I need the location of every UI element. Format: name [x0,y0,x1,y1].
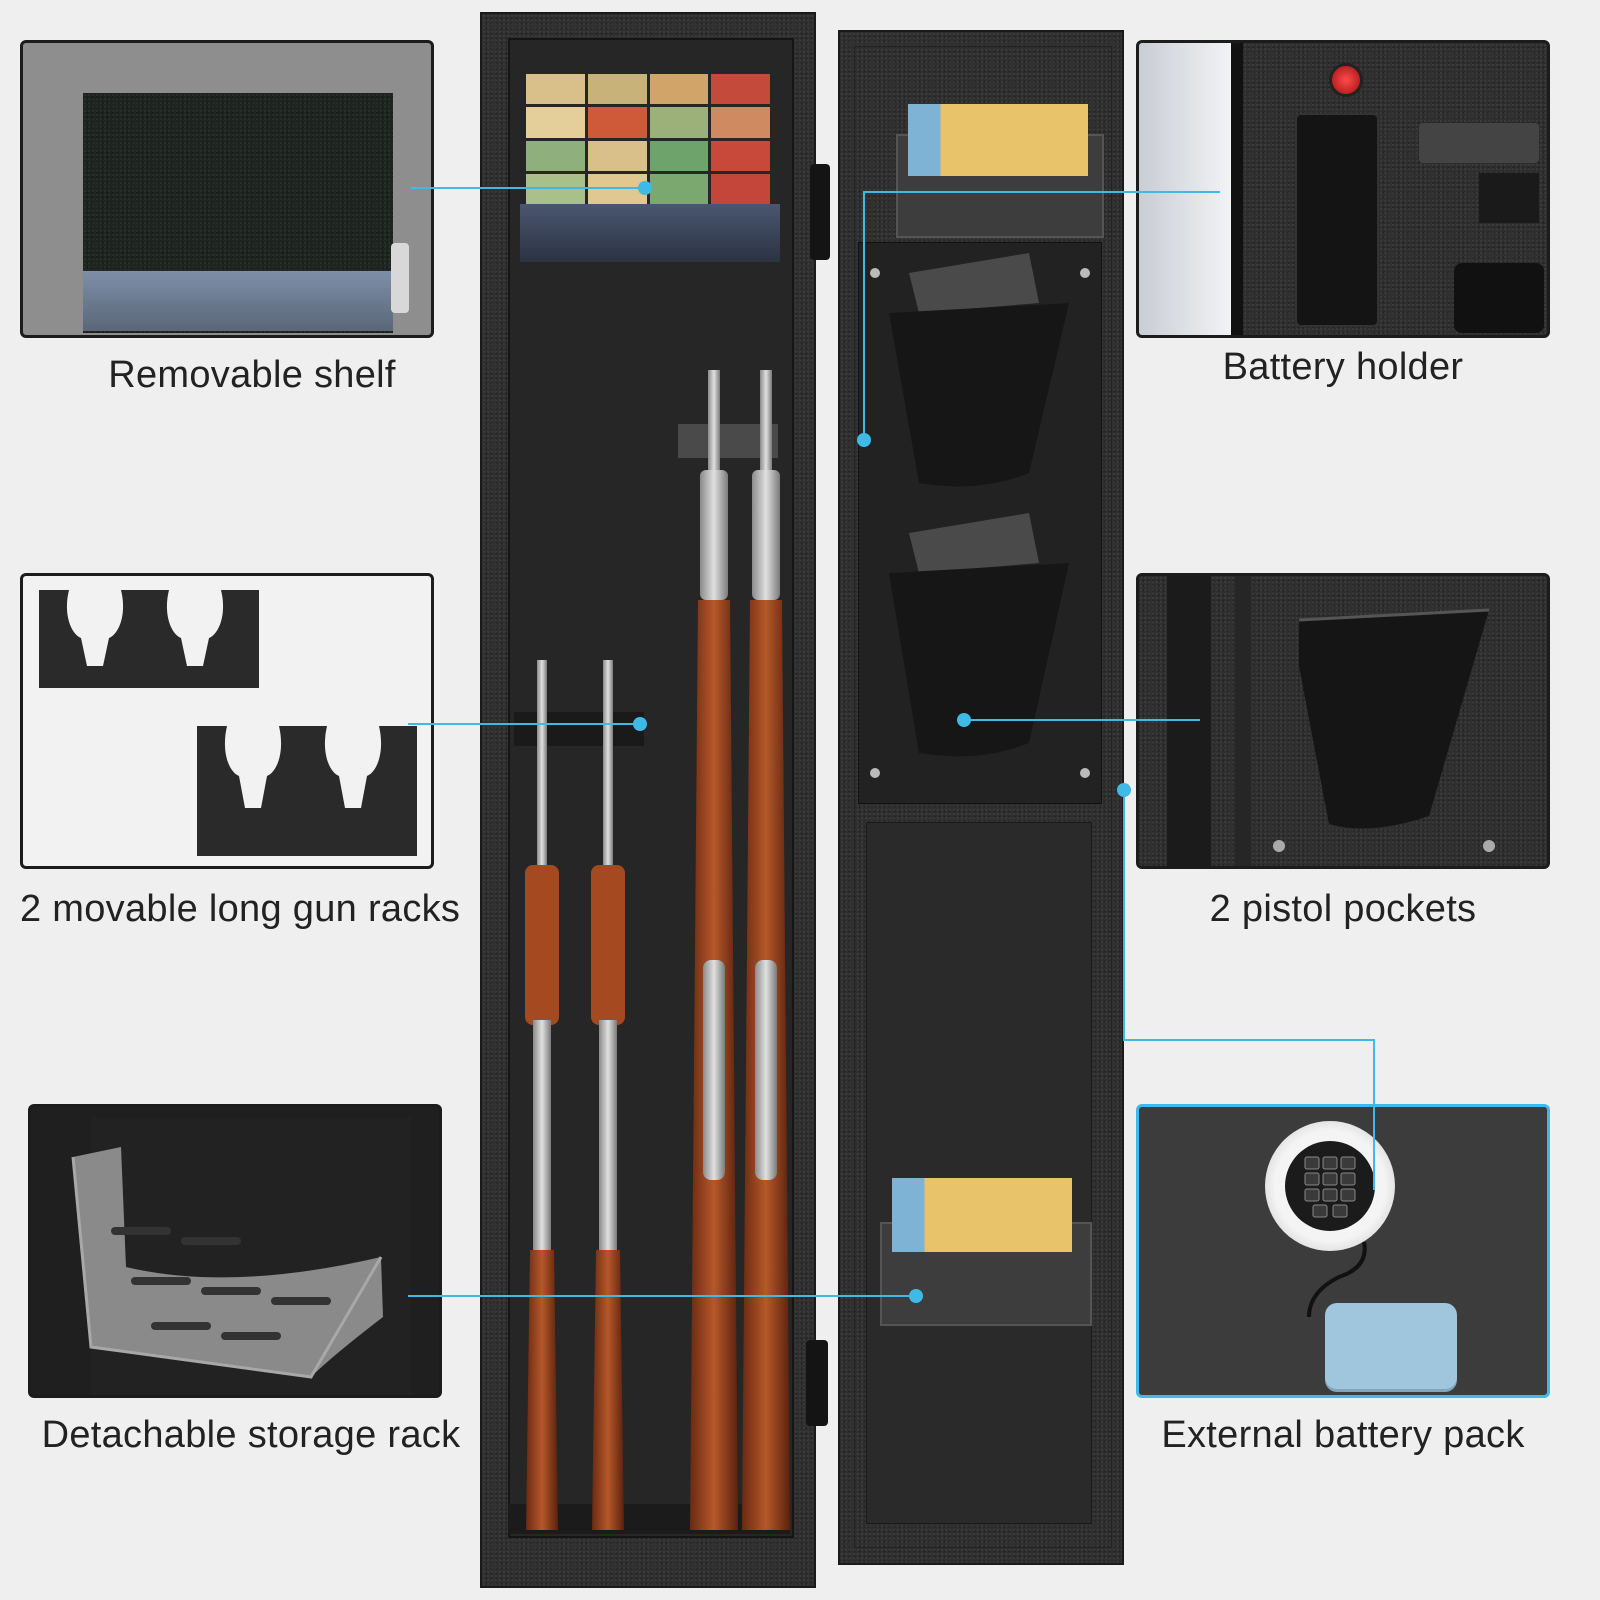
ammo-box-icon [587,140,647,171]
door-frame-strip [1231,43,1243,335]
pistol-pocket-illustration [1273,608,1495,852]
ammo-box-icon [526,107,585,138]
storage-rack-panel [28,1104,442,1398]
door-bolt-channel [866,822,1092,1524]
tall-rifle-1 [690,370,738,1530]
lock-bolt [1454,263,1544,333]
gun-rack-illustration [39,590,417,856]
ammo-box-icon [908,104,1088,176]
door-edge-light [1139,43,1231,335]
ammo-box-icon [649,107,709,138]
pistol-pockets-caption: 2 pistol pockets [1209,888,1477,930]
pistol-pockets-panel [1136,573,1550,869]
pistol-pocket-1 [889,303,1069,487]
battery-pack-caption: External battery pack [1161,1414,1525,1456]
battery-pack-panel [1136,1104,1550,1398]
door-inner-panel [854,46,1112,1548]
keypad-keys [1304,1156,1356,1218]
battery-holder-panel [1136,40,1550,338]
removable-shelf-caption: Removable shelf [108,354,396,396]
door-pistol-panel [858,242,1102,804]
ammo-box-icon [711,140,770,171]
callout-dot-pistol-pocket [957,713,971,727]
door-lower-storage-rack [880,1178,1092,1326]
gun-rack-top [39,590,259,688]
top-shelf [520,204,780,262]
battery-compartment [1295,113,1379,327]
ammo-box-icon [892,1178,1072,1252]
rack-basket [73,1147,383,1377]
callout-dot-storage-rack [909,1289,923,1303]
door-pistol-pockets [870,253,1090,778]
pistol-grip-1 [909,253,1039,313]
shelf-hinge [391,243,409,313]
ammo-box-icon [587,107,647,138]
reset-button-icon [1329,63,1363,97]
keypad-icon [1285,1141,1375,1231]
ammo-box-icon [587,74,647,105]
ammo-box-icon [711,74,770,105]
ammo-box-icon [526,140,585,171]
callout-dot-battery-pack [1117,783,1131,797]
latch-bracket [1479,173,1539,223]
door-upper-storage-rack [896,104,1104,238]
callout-dot-shelf [638,181,652,195]
shelf-board [83,271,393,331]
long-gun-racks-caption: 2 movable long gun racks [20,888,461,930]
ammo-box-icon [649,74,709,105]
door-side-strip [1235,576,1251,866]
ammo-box-icon [711,107,770,138]
short-rifle-2 [591,660,625,1530]
pistol-pocket-icon [1299,610,1489,829]
safe-door [838,30,1124,1565]
short-rifle-1 [525,660,559,1530]
gun-rack-bottom [197,726,417,856]
ammo-box-icon [649,173,709,204]
pistol-pocket-2 [889,563,1069,757]
pistol-grip-2 [909,513,1039,573]
ammo-box-icon [526,74,585,105]
lower-gun-rack [514,712,644,746]
callout-dot-battery-holder [857,433,871,447]
removable-shelf-panel [20,40,434,338]
storage-rack-illustration [71,1117,411,1395]
storage-rack-caption: Detachable storage rack [41,1414,461,1456]
tall-rifle-2 [742,370,790,1530]
pocket-strap [1419,123,1539,163]
long-gun-racks-panel [20,573,434,869]
ammo-box-icon [711,173,770,204]
upper-hinge [810,164,830,260]
battery-holder-caption: Battery holder [1222,346,1464,388]
ammo-box-icon [649,140,709,171]
lower-hinge [806,1340,828,1426]
battery-cable [1307,1241,1367,1318]
battery-pack-icon [1325,1303,1457,1389]
ammo-box-stack [526,74,770,204]
callout-dot-gun-rack [633,717,647,731]
